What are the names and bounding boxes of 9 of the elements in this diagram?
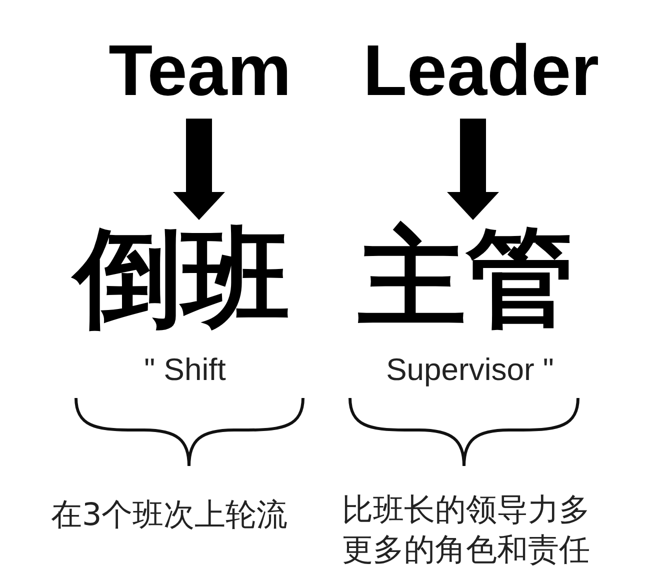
description-text: 在3个班次上轮流 bbox=[51, 496, 288, 535]
translation-label: " Shift bbox=[144, 352, 226, 388]
english-heading: Team bbox=[108, 25, 292, 119]
english-heading: Leader bbox=[362, 25, 600, 119]
description-text: 比班长的领导力多更多的角色和责任 bbox=[342, 491, 591, 570]
down-arrow bbox=[447, 118, 499, 220]
chinese-heading: 主管 bbox=[358, 220, 574, 339]
translation-label: Supervisor " bbox=[386, 352, 554, 388]
down-arrow bbox=[173, 118, 225, 220]
